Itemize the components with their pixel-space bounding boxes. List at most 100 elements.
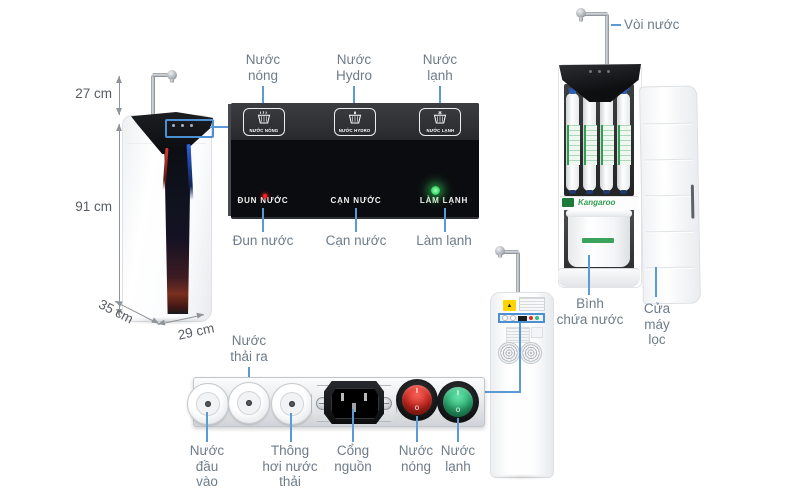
filter-label <box>601 125 614 165</box>
cold-water-icon <box>431 110 449 129</box>
callout-boiling: Đun nước <box>232 233 294 248</box>
callout-hydro-water: Nước Hydro <box>335 52 372 83</box>
back-faucet-arm <box>499 250 519 254</box>
cooling-led-green <box>431 186 440 195</box>
ports-highlight-box <box>498 313 545 323</box>
filter-cartridge <box>617 90 631 194</box>
filter-cartridge <box>600 90 614 194</box>
vent-fan <box>520 342 542 364</box>
pointer-hydro-button <box>353 86 355 103</box>
small-sticker <box>531 327 543 338</box>
door-groove <box>644 158 693 161</box>
mini-port <box>502 315 508 321</box>
callout-vent: Thông hơi nước thải <box>262 443 318 489</box>
callout-faucet: Vòi nước <box>624 17 680 32</box>
socket-pin-ground <box>352 403 356 412</box>
cold-switch-face <box>443 387 473 417</box>
filter-label <box>567 125 580 165</box>
back-view-body <box>490 292 554 478</box>
rating-sticker <box>506 327 530 343</box>
top-panel-button-dot <box>589 70 592 73</box>
pointer-hot-button <box>262 86 264 103</box>
brand-logo-box <box>562 198 574 207</box>
callout-cooling: Làm lạnh <box>416 233 472 248</box>
callout-power: Cổng nguồn <box>334 443 372 474</box>
brand-strip <box>560 196 638 210</box>
mini-port <box>510 315 516 321</box>
left-faucet-tip <box>170 79 174 83</box>
pointer-power <box>352 409 354 442</box>
front-display-channel <box>164 148 191 314</box>
brand-name: Kangaroo <box>578 198 616 207</box>
callout-cold-water: Nước lạnh <box>422 52 458 83</box>
callout-water-in: Nước đầu vào <box>189 443 225 489</box>
back-faucet-pipe <box>516 252 520 294</box>
mini-button-dot <box>190 124 193 127</box>
mini-button-dot <box>181 124 184 127</box>
control-panel-button-strip <box>231 103 479 140</box>
mini-cold-switch <box>535 316 539 320</box>
left-faucet-arm <box>152 73 172 77</box>
callout-out-of-water: Cạn nước <box>325 233 387 248</box>
mini-power-inlet <box>518 315 527 321</box>
status-out-of-water: CẠN NƯỚC <box>330 196 382 205</box>
dim-label-27cm: 27 cm <box>75 86 112 101</box>
front-faucet-tip <box>579 17 583 22</box>
top-panel-button-dot <box>607 70 610 73</box>
waste-out-port <box>228 382 270 424</box>
pointer-ports-horizontal <box>483 391 520 393</box>
pointer-vent <box>290 413 292 442</box>
back-view-shadow <box>488 474 554 480</box>
pointer-hot-switch <box>416 416 418 442</box>
status-cooling: LÀM LẠNH <box>419 196 469 205</box>
hot-power-switch: I O <box>396 379 438 421</box>
door-groove <box>643 122 692 125</box>
callout-door: Cửa máy lọc <box>643 301 671 347</box>
water-inlet-port <box>187 383 229 425</box>
status-boiling: ĐUN NƯỚC <box>237 196 289 205</box>
door-groove <box>645 194 694 197</box>
callout-cold-switch: Nước lạnh <box>440 443 476 474</box>
warning-sticker: ▲ <box>503 300 516 311</box>
spec-sticker <box>519 297 545 311</box>
water-tank-rim <box>566 210 632 217</box>
pointer-water-in <box>206 412 208 442</box>
cold-switch-on-mark: I <box>457 390 459 397</box>
filter-cartridge <box>583 90 597 194</box>
filter-label <box>618 125 631 165</box>
back-faucet-tip <box>498 254 502 258</box>
back-faucet-nozzle <box>495 246 505 256</box>
boiling-led-red <box>263 194 267 198</box>
cabinet-base <box>558 268 640 287</box>
top-panel-button-dot <box>598 70 601 73</box>
socket-pin-right <box>364 393 367 401</box>
door-groove <box>646 266 695 269</box>
pointer-cold-switch <box>457 418 459 442</box>
pointer-boiling-label <box>262 208 264 232</box>
hydro-water-button-caption: NƯỚC HYDRO <box>339 128 371 134</box>
cold-water-button-caption: NƯỚC LẠNH <box>426 128 454 134</box>
left-faucet-pipe <box>151 75 155 119</box>
panel-highlight-box <box>165 119 214 138</box>
water-tank-label <box>582 238 614 243</box>
vent-port <box>271 383 313 425</box>
filter-label <box>584 125 597 165</box>
pointer-tower-to-panel <box>210 126 231 128</box>
front-faucet-arm <box>582 12 608 16</box>
hot-water-button: NƯỚC NÓNG <box>243 108 285 136</box>
front-faucet-pipe <box>605 14 609 66</box>
pointer-out-of-water-label <box>355 208 357 232</box>
hydro-water-button: NƯỚC HYDRO <box>334 108 376 136</box>
dim-label-91cm: 91 cm <box>75 199 112 214</box>
filter-door <box>639 85 701 305</box>
hot-switch-off-mark: O <box>414 406 420 412</box>
vent-fan <box>498 342 520 364</box>
callout-hot-switch: Nước nóng <box>398 443 434 474</box>
socket-pin-left <box>341 393 344 401</box>
filter-cartridge <box>566 90 580 194</box>
tower-shadow <box>118 317 214 325</box>
callout-hot-water: Nước nóng <box>245 52 281 83</box>
dim-arrow-91cm <box>116 124 122 316</box>
pointer-faucet <box>611 24 621 26</box>
